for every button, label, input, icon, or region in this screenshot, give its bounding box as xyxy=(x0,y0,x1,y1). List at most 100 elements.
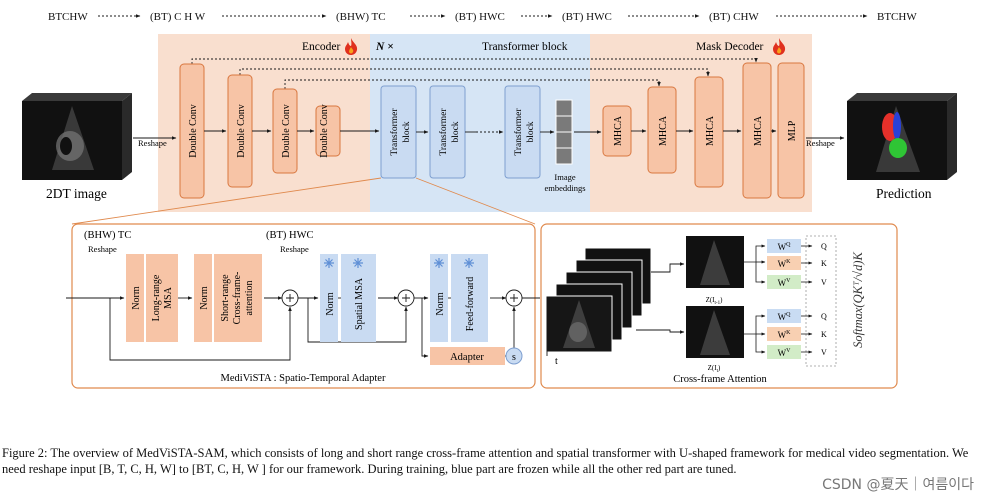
image-embeddings-label: Image xyxy=(554,172,575,182)
shape-label: BTCHW xyxy=(877,11,917,23)
segmentation-green xyxy=(889,138,907,158)
w-arrow xyxy=(744,244,766,263)
norm-label: Norm xyxy=(131,286,142,310)
svg-text:WK: WK xyxy=(778,330,792,340)
mhca-label: MHCA xyxy=(705,115,716,146)
mhca-block xyxy=(742,62,772,199)
shape-label: (BT) CHW xyxy=(709,11,759,23)
scale-node xyxy=(505,347,523,365)
transformer-title: Transformer block xyxy=(482,41,568,53)
norm-block xyxy=(126,254,144,342)
svg-text:WQ: WQ xyxy=(778,312,792,322)
shape-label: (BT) HWC xyxy=(562,11,612,23)
wv-box: WV xyxy=(767,345,801,359)
decoder-title: Mask Decoder xyxy=(696,41,764,53)
snowflake-icon xyxy=(434,258,444,268)
shape-label: (BT) HWC xyxy=(455,11,505,23)
long-range-label: Long-range xyxy=(151,274,162,321)
transformer-block-label: block xyxy=(526,121,536,142)
adapter-shape-mid: (BT) HWC xyxy=(266,230,314,241)
input-label: 2DT image xyxy=(46,186,107,201)
softmax-formula: Softmax(QKᵀ/√d)K xyxy=(851,251,865,347)
flame-icon xyxy=(773,38,786,55)
w-arrow xyxy=(744,314,766,335)
scale-label: s xyxy=(512,352,516,363)
segmentation-blue xyxy=(893,112,901,140)
cfa-arrow xyxy=(651,262,685,273)
frame-stack xyxy=(545,247,652,353)
encoder-title: Encoder xyxy=(302,41,340,53)
k-label: K xyxy=(821,259,827,268)
snowflake-icon xyxy=(353,258,363,268)
ff-group: Norm Feed-forward xyxy=(430,254,488,342)
image-embeddings-label: embeddings xyxy=(544,183,585,193)
svg-text:WK: WK xyxy=(778,259,792,269)
long-range-label: MSA xyxy=(163,286,174,308)
figure-caption: Figure 2: The overview of MedViSTA-SAM, … xyxy=(2,446,969,476)
cfa-panel-caption: Cross-frame Attention xyxy=(673,374,767,385)
mlp-block xyxy=(777,62,805,199)
short-range-label: Cross-frame- xyxy=(232,272,243,325)
shape-label: (BHW) TC xyxy=(336,11,386,23)
norm-block xyxy=(430,254,448,342)
zoom-line xyxy=(71,177,382,225)
residual-line xyxy=(109,298,292,361)
svg-text:WV: WV xyxy=(778,278,792,288)
transformer-block-label: Transformer xyxy=(513,108,524,156)
short-range-label: attention xyxy=(244,281,255,316)
mhca-block xyxy=(694,76,724,188)
shape-label: BTCHW xyxy=(48,11,88,23)
feed-forward-label: Feed-forward xyxy=(465,277,476,331)
spatial-group: Norm Spatial MSA xyxy=(320,254,376,342)
adapter-reshape: Reshape xyxy=(280,244,309,254)
architecture-figure: BTCHW (BT) C H W (BHW) TC (BT) HWC (BT) … xyxy=(22,11,957,389)
mhca-label: MHCA xyxy=(658,115,669,146)
v-label: V xyxy=(821,278,827,287)
watermark: CSDN @夏天｜여름이다 xyxy=(822,477,974,493)
sum-node xyxy=(281,289,299,307)
transformer-block-label: block xyxy=(402,121,412,142)
flame-icon xyxy=(345,38,358,55)
adapter-block xyxy=(430,347,505,365)
short-range-group: Norm Short-range Cross-frame- attention xyxy=(194,254,262,342)
v-label: V xyxy=(821,348,827,357)
cfa-arrow xyxy=(636,329,685,334)
zoom-line xyxy=(415,177,536,225)
spatial-msa-block xyxy=(341,254,376,342)
long-range-group: Norm Long-range MSA xyxy=(126,254,178,342)
double-conv-label: Double Conv xyxy=(281,104,292,158)
mhca-label: MHCA xyxy=(753,115,764,146)
norm-label: Norm xyxy=(325,292,336,316)
image-embeddings-stack xyxy=(555,99,573,165)
k-label: K xyxy=(821,330,827,339)
adapter-panel-caption: MediViSTA : Spatio-Temporal Adapter xyxy=(221,373,386,384)
mhca-label: MHCA xyxy=(613,115,624,146)
q-label: Q xyxy=(821,242,827,251)
shape-label: (BT) C H W xyxy=(150,11,206,23)
feed-forward-block xyxy=(451,254,488,342)
norm-label: Norm xyxy=(199,286,210,310)
reshape-out-label: Reshape xyxy=(806,138,835,148)
transformer-blocks: Transformer block Transformer block Tran… xyxy=(380,85,541,179)
time-label: t xyxy=(555,356,558,367)
transformer-block-label: block xyxy=(451,121,461,142)
double-conv-label: Double Conv xyxy=(188,104,199,158)
w-arrow xyxy=(755,262,766,284)
snowflake-icon xyxy=(464,258,474,268)
z-prev-label: Z(It-1) xyxy=(706,296,724,306)
z-cur-label: Z(It) xyxy=(708,364,721,374)
norm-label: Norm xyxy=(435,292,446,316)
q-label: Q xyxy=(821,312,827,321)
double-conv-label: Double Conv xyxy=(236,104,247,158)
short-range-block xyxy=(214,254,262,342)
wq-box: WQ xyxy=(767,239,801,253)
reshape-in-label: Reshape xyxy=(138,138,167,148)
adapter-label: Adapter xyxy=(450,352,484,363)
output-image-stack xyxy=(847,93,957,180)
transformer-n: N × xyxy=(375,41,394,53)
adapter-shape-in: (BHW) TC xyxy=(84,230,131,241)
adapter-reshape: Reshape xyxy=(88,244,117,254)
double-conv-label: Double Conv xyxy=(319,104,330,158)
input-image-stack xyxy=(22,93,132,180)
transformer-block-label: Transformer xyxy=(438,108,449,156)
